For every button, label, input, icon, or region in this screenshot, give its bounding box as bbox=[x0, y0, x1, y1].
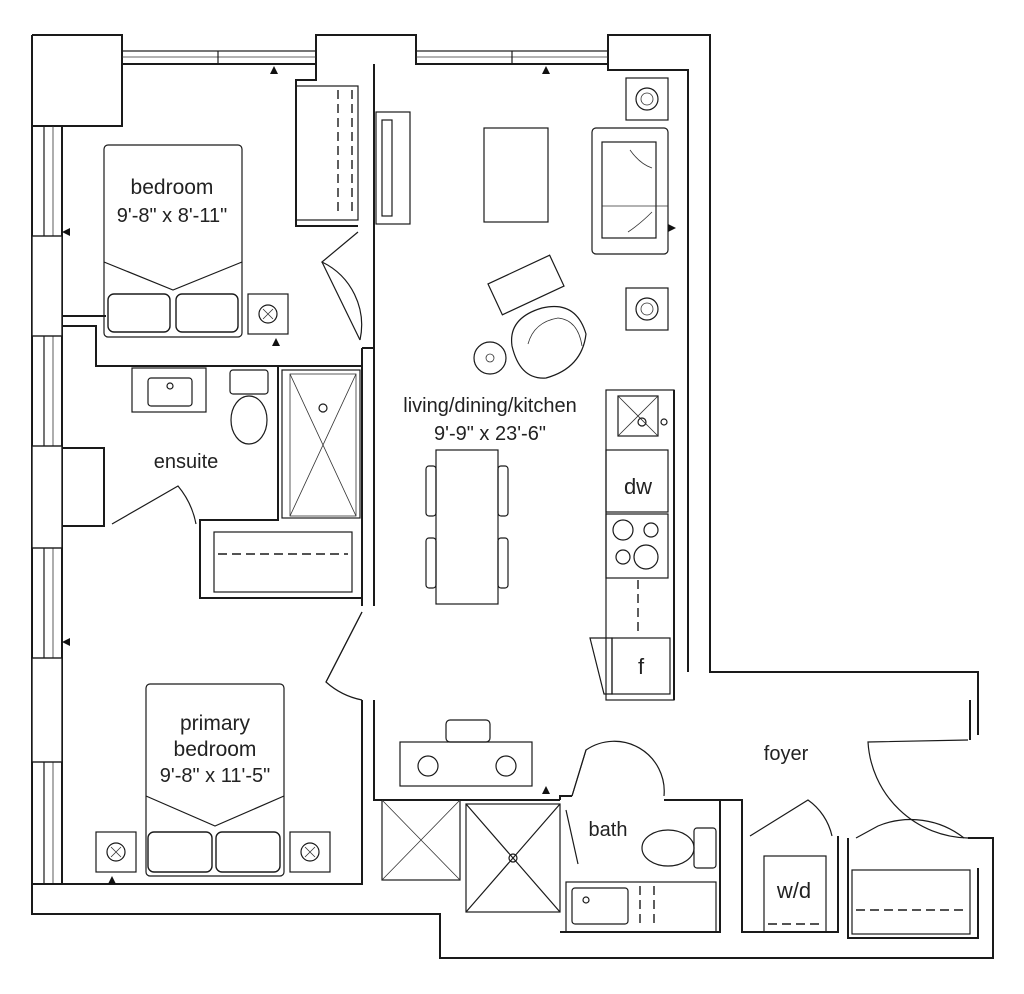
ensuite-shower bbox=[281, 369, 361, 519]
washer-dryer-label: w/d bbox=[776, 878, 811, 903]
kitchen-counter bbox=[589, 389, 675, 701]
desk bbox=[399, 719, 533, 787]
left-windows bbox=[31, 125, 63, 885]
primary-bedroom-name-2: bedroom bbox=[174, 738, 257, 761]
ensuite-closet bbox=[213, 531, 353, 593]
side-tables bbox=[625, 77, 669, 331]
primary-bedroom-name-1: primary bbox=[180, 712, 251, 735]
dishwasher-label: dw bbox=[624, 474, 652, 499]
window-markers bbox=[62, 66, 676, 884]
bath-toilet bbox=[641, 827, 717, 869]
tv-unit bbox=[375, 111, 411, 225]
room-labels: bedroom 9'-8" x 8'-11" living/dining/kit… bbox=[117, 176, 809, 841]
bedroom-name: bedroom bbox=[131, 176, 214, 199]
bedroom-size: 9'-8" x 8'-11" bbox=[117, 205, 227, 227]
top-window-right bbox=[415, 50, 609, 65]
fridge-label: f bbox=[638, 654, 645, 679]
bath-shower bbox=[381, 799, 579, 913]
ensuite-vanity bbox=[131, 367, 207, 413]
dining-table bbox=[425, 449, 509, 605]
lounge-chair bbox=[473, 254, 587, 379]
bath-vanity bbox=[565, 881, 717, 933]
nightstand-primary-right bbox=[289, 831, 331, 873]
bed-primary bbox=[145, 683, 285, 877]
appliance-labels: dw f w/d bbox=[624, 474, 811, 903]
foyer-name: foyer bbox=[764, 743, 809, 765]
bed-bedroom bbox=[103, 144, 243, 338]
exterior-walls bbox=[31, 34, 994, 959]
doors bbox=[111, 231, 969, 839]
living-size: 9'-9" x 23'-6" bbox=[434, 423, 546, 445]
ensuite-toilet bbox=[229, 369, 269, 445]
foyer-closet bbox=[851, 869, 971, 935]
primary-bedroom-size: 9'-8" x 11'-5" bbox=[160, 765, 270, 787]
sofa bbox=[591, 127, 669, 255]
nightstand-bedroom bbox=[247, 293, 289, 335]
ensuite-name: ensuite bbox=[154, 451, 219, 473]
nightstand-primary-left bbox=[95, 831, 137, 873]
laundry bbox=[763, 855, 827, 933]
bath-name: bath bbox=[589, 819, 628, 841]
interior-walls bbox=[32, 64, 979, 939]
coffee-table bbox=[483, 127, 549, 223]
top-window-left bbox=[121, 50, 317, 65]
closet-bedroom bbox=[295, 85, 359, 221]
living-name: living/dining/kitchen bbox=[403, 395, 576, 417]
